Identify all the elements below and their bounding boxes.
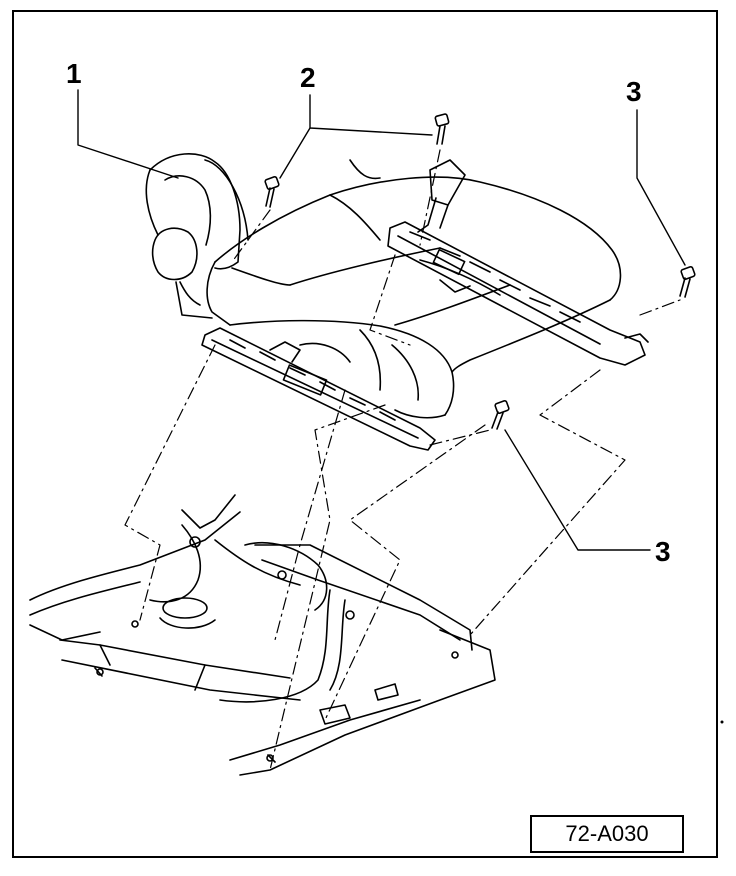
alignment-lines	[124, 149, 681, 771]
callout-3-top: 3	[626, 76, 642, 107]
callout-1: 1	[66, 58, 82, 89]
bolt-icon	[491, 400, 510, 430]
figure-reference-code: 72-A030	[530, 815, 684, 853]
leader-lines	[77, 89, 686, 551]
callout-2: 2	[300, 62, 316, 93]
bolt-icon	[679, 266, 696, 298]
figure-frame	[12, 10, 718, 858]
seat-backrest	[145, 153, 381, 281]
print-speck	[720, 720, 724, 724]
seat-belt-buckle	[417, 159, 466, 233]
bolt-icon	[434, 113, 450, 145]
right-seat-rail	[387, 221, 649, 366]
vehicle-floor-pan	[29, 494, 496, 776]
bolt-icon	[264, 176, 280, 208]
left-seat-rail	[201, 327, 436, 451]
callout-3-bottom: 3	[655, 536, 671, 567]
